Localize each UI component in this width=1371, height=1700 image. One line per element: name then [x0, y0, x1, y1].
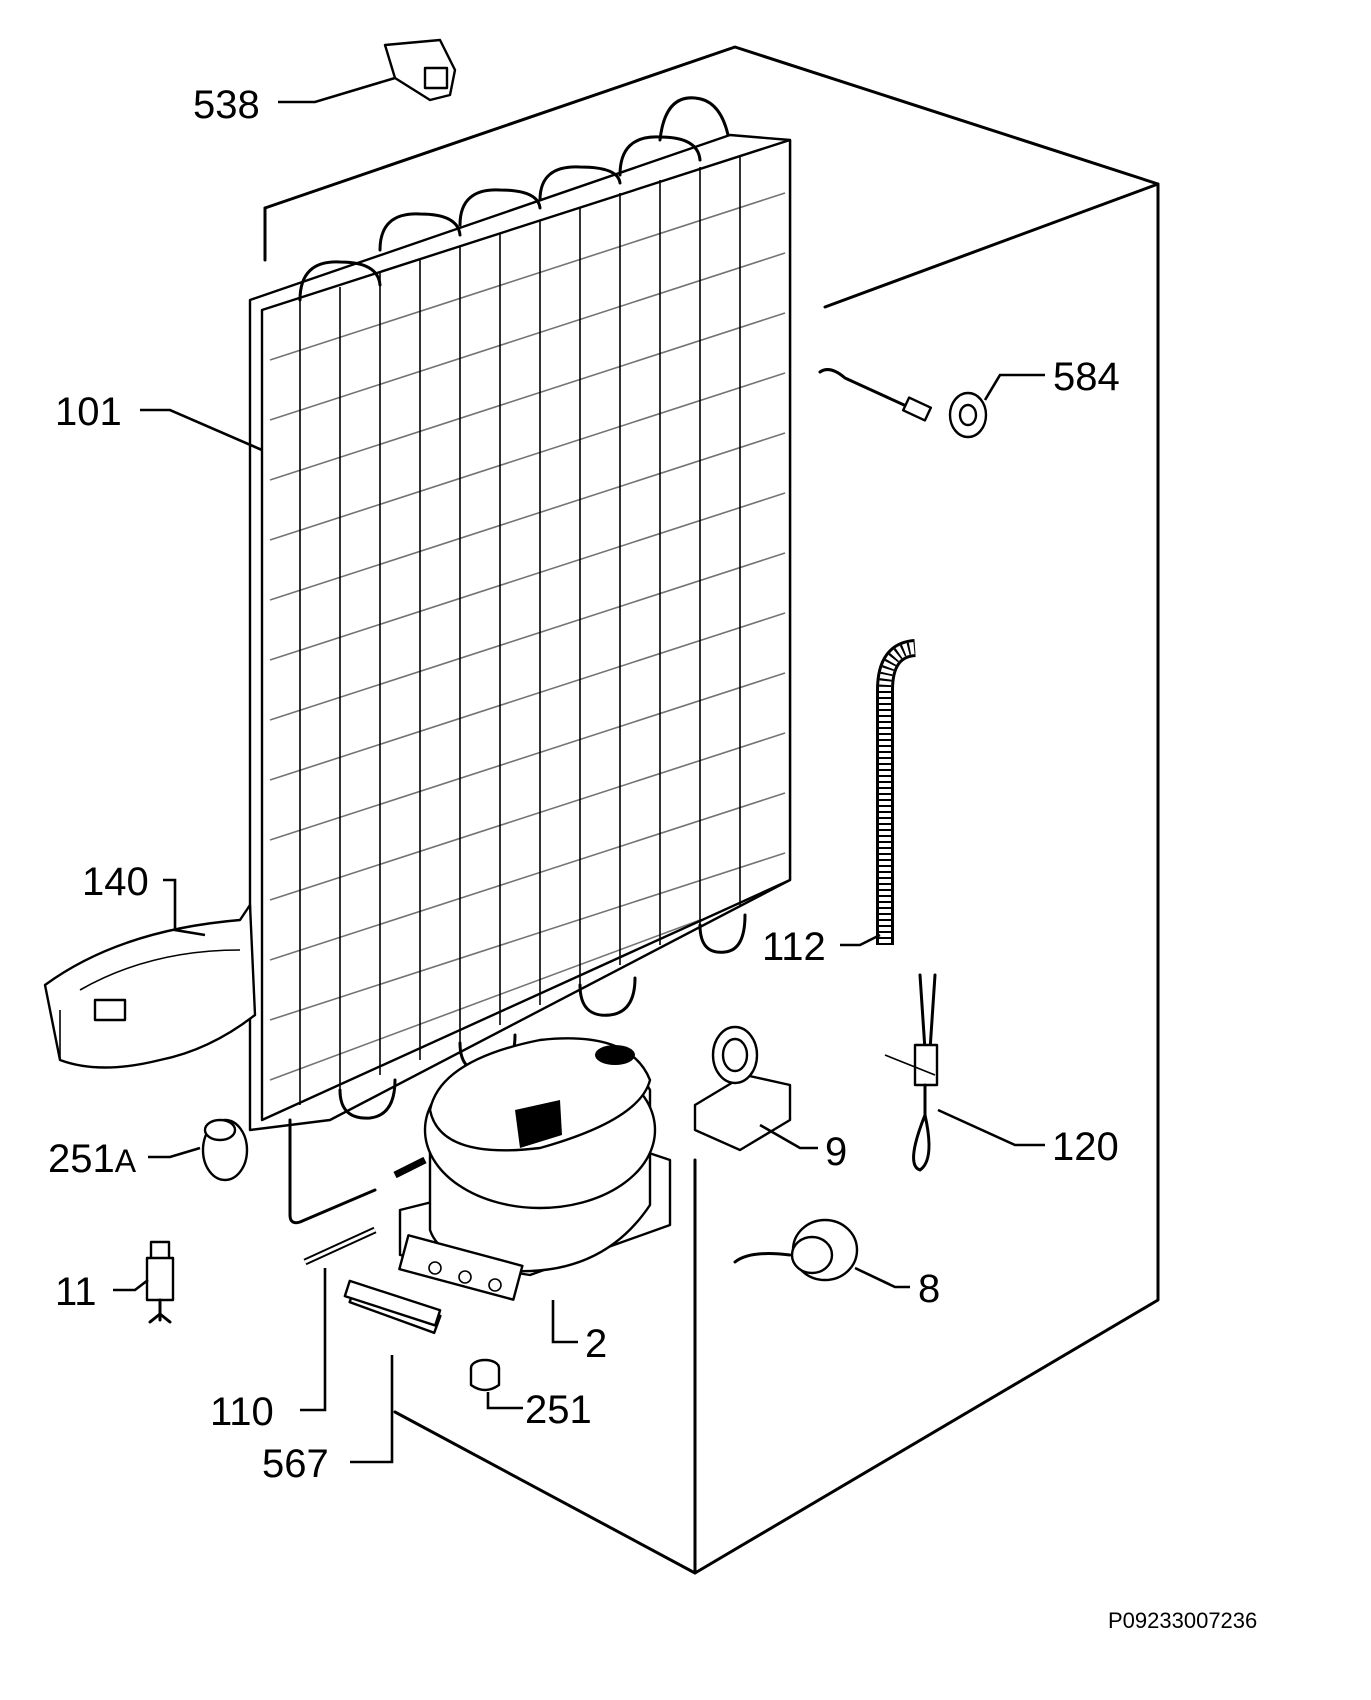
part-labels: 538 584 101 140 112 9 120 251A 11 8 2 25… [48, 83, 1120, 1486]
label-112: 112 [762, 925, 826, 969]
label-584: 584 [1053, 355, 1120, 399]
label-140: 140 [82, 860, 149, 904]
part-112-hose [876, 639, 917, 945]
label-251: 251 [525, 1388, 592, 1432]
part-584-sensor [818, 368, 988, 439]
label-251a-suffix: A [115, 1143, 137, 1179]
label-110: 110 [210, 1390, 274, 1434]
condenser-part [248, 96, 792, 1225]
part-8-overload [733, 1218, 859, 1282]
label-120: 120 [1052, 1125, 1119, 1169]
part-110-tubes [303, 1156, 427, 1266]
cabinet-outline [263, 45, 1160, 1575]
label-538: 538 [193, 83, 260, 127]
label-251a: 251A [48, 1137, 137, 1181]
label-2: 2 [585, 1322, 607, 1366]
part-9-relay [693, 1025, 792, 1152]
label-251a-number: 251 [48, 1137, 115, 1181]
label-11: 11 [55, 1270, 97, 1314]
label-567: 567 [262, 1442, 329, 1486]
drawing-code: P09233007236 [1108, 1608, 1257, 1633]
part-120-thermostat [884, 973, 939, 1172]
part-538-clip [383, 38, 457, 102]
part-251-foot [469, 1358, 501, 1392]
part-251a-grommet [201, 1118, 249, 1182]
label-9: 9 [825, 1130, 847, 1174]
part-11-valve [145, 1240, 175, 1324]
leader-lines [113, 76, 1045, 1464]
part-567-bracket [343, 1279, 442, 1327]
label-101: 101 [55, 390, 122, 434]
label-8: 8 [918, 1267, 940, 1311]
part-140-tray [43, 903, 257, 1069]
